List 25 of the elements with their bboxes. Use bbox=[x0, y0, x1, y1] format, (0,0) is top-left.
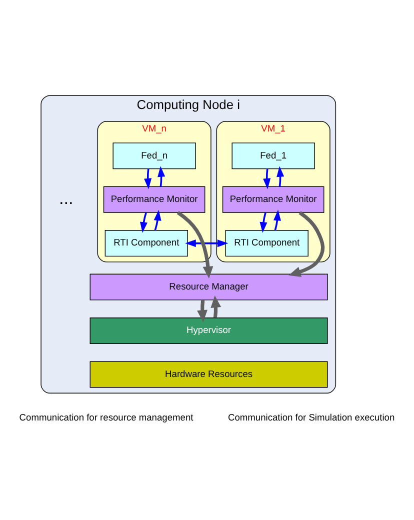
arrow bbox=[140, 212, 148, 232]
arrow bbox=[276, 166, 284, 186]
arrow bbox=[176, 210, 214, 278]
arrow bbox=[260, 212, 268, 232]
node-box: RTI Component bbox=[225, 230, 308, 256]
arrow bbox=[144, 168, 152, 189]
arrow bbox=[273, 209, 281, 230]
arrow bbox=[263, 168, 271, 189]
node-box: RTI Component bbox=[104, 230, 188, 256]
node-box: Hardware Resources bbox=[90, 360, 328, 388]
legend-label: Communication for resource management bbox=[19, 412, 194, 422]
arrow bbox=[210, 295, 222, 318]
node-box: Resource Manager bbox=[90, 273, 328, 300]
node-box: Hypervisor bbox=[90, 317, 328, 344]
arrow bbox=[154, 209, 162, 230]
node-box: Fed_n bbox=[112, 142, 196, 169]
node-box: Performance Monitor bbox=[222, 186, 324, 212]
arrow bbox=[185, 239, 228, 247]
node-box: Performance Monitor bbox=[103, 186, 206, 212]
node-box: Fed_1 bbox=[232, 142, 315, 169]
legend-label: Communication for Simulation execution bbox=[228, 412, 395, 422]
arrow bbox=[288, 210, 325, 276]
arrow bbox=[158, 166, 166, 186]
label: ... bbox=[58, 188, 74, 208]
arrow bbox=[197, 299, 208, 322]
